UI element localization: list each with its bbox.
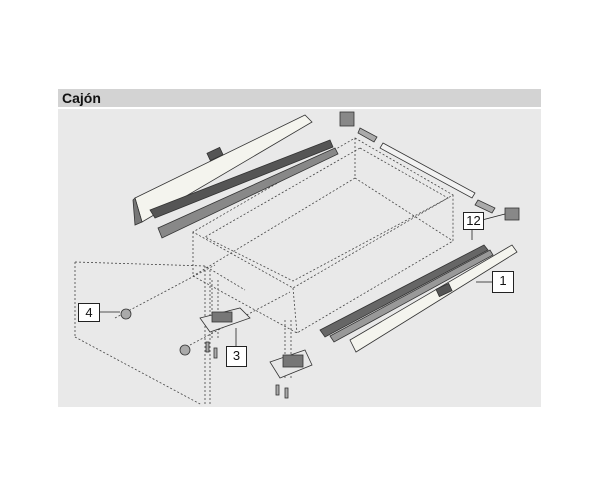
right-runner-rail [319, 244, 518, 353]
left-runner-rail [132, 114, 339, 239]
callout-1: 1 [492, 271, 514, 293]
locking-device-left [199, 307, 251, 333]
callout-leaders [99, 213, 506, 346]
section-title: Cajón [62, 90, 101, 106]
front-panel-outline [74, 261, 292, 406]
callout-3: 3 [226, 346, 247, 367]
callout-12: 12 [463, 212, 484, 230]
section-header: Cajón [58, 89, 541, 107]
front-fixing-bracket [120, 308, 289, 399]
stabilizer-rod [339, 111, 520, 221]
drawer-box-outline [192, 137, 454, 334]
callout-4: 4 [78, 303, 100, 322]
locking-device-right [269, 349, 313, 379]
